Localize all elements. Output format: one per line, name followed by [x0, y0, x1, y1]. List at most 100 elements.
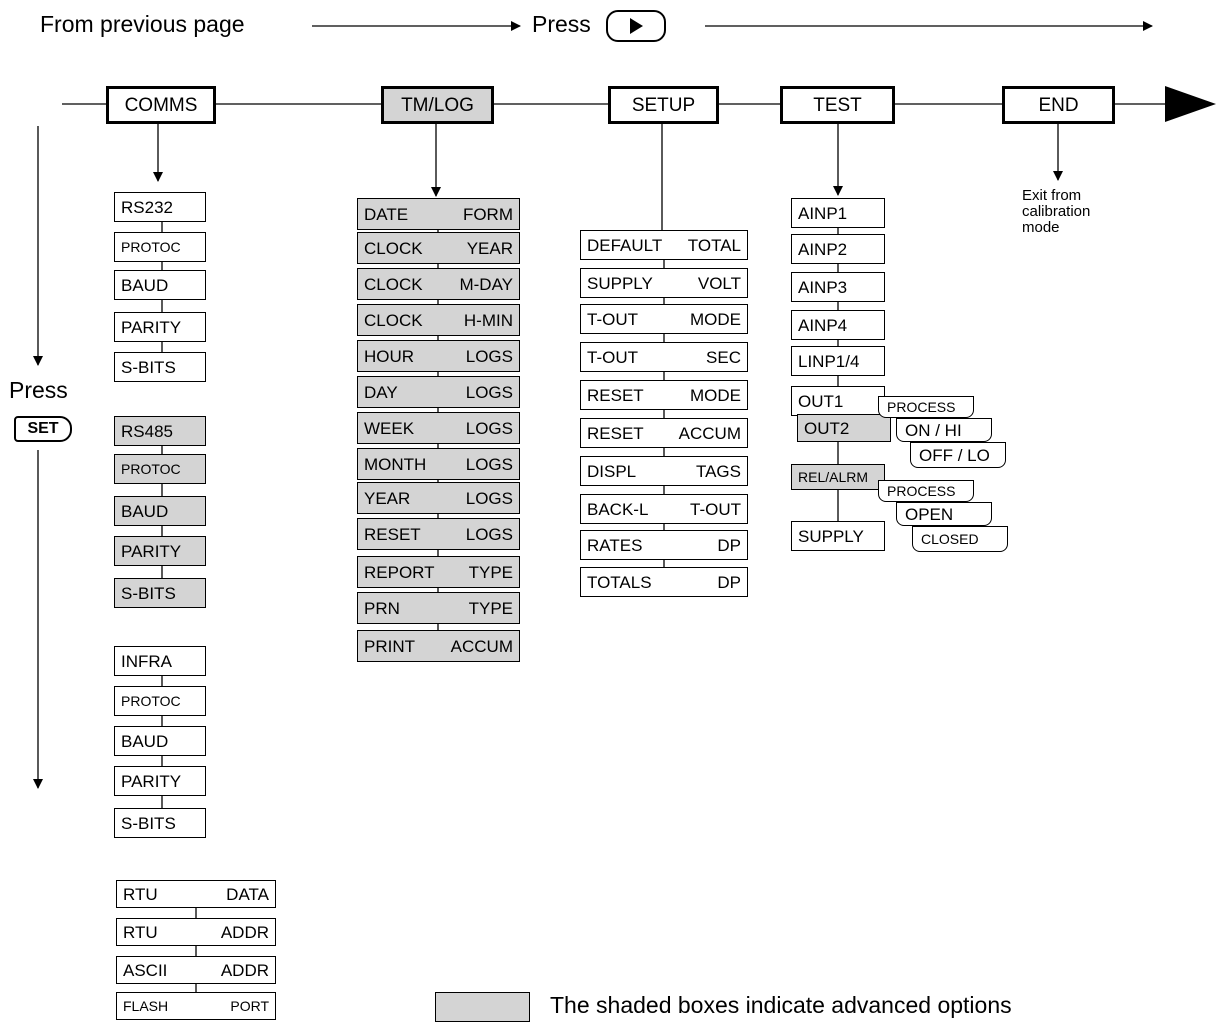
test-ainp2[interactable]: AINP2: [791, 234, 885, 264]
rtu-data-a: RTU: [123, 884, 158, 904]
tmlog-item-a: PRINT: [364, 636, 415, 656]
out-option-on-hi[interactable]: ON / HI: [896, 418, 992, 442]
comms-rs232-sbits[interactable]: S-BITS: [114, 352, 206, 382]
tmlog-item-b: ACCUM: [450, 636, 513, 656]
exit-note: Exit from calibration mode: [1022, 187, 1091, 236]
ascii-addr-b: ADDR: [220, 960, 269, 980]
menu-setup[interactable]: SETUP: [608, 86, 719, 124]
comms-ascii-addr[interactable]: ASCII ADDR: [116, 956, 276, 984]
tmlog-date-form[interactable]: DATE FORM: [357, 198, 520, 230]
ascii-addr-a: ASCII: [123, 960, 168, 980]
menu-tmlog[interactable]: TM/LOG: [381, 86, 494, 124]
test-out2[interactable]: OUT2: [797, 414, 891, 442]
test-ainp4[interactable]: AINP4: [791, 310, 885, 340]
tmlog-prn-type[interactable]: PRN TYPE: [357, 592, 520, 624]
setup-item-a: T-OUT: [587, 347, 638, 367]
comms-infra-sbits[interactable]: S-BITS: [114, 808, 206, 838]
tmlog-hour-logs[interactable]: HOUR LOGS: [357, 340, 520, 372]
tmlog-item-b: LOGS: [465, 488, 513, 508]
tmlog-item-a: CLOCK: [364, 238, 423, 258]
play-key: [606, 10, 666, 42]
from-previous-label: From previous page: [40, 11, 245, 37]
comms-rs485-parity[interactable]: PARITY: [114, 536, 206, 566]
out-option-off-lo[interactable]: OFF / LO: [910, 442, 1006, 468]
comms-rs485-protoc[interactable]: PROTOC: [114, 454, 206, 484]
tmlog-item-a: WEEK: [364, 418, 415, 438]
comms-rs232-parity[interactable]: PARITY: [114, 312, 206, 342]
menu-comms[interactable]: COMMS: [106, 86, 216, 124]
setup-item-b: DP: [717, 572, 741, 592]
test-rel-alrm[interactable]: REL/ALRM: [791, 464, 885, 490]
tmlog-clock-hmin[interactable]: CLOCK H-MIN: [357, 304, 520, 336]
comms-rtu-addr[interactable]: RTU ADDR: [116, 918, 276, 946]
set-key: SET: [14, 416, 72, 442]
setup-backl-tout[interactable]: BACK-L T-OUT: [580, 494, 748, 524]
tmlog-item-b: LOGS: [465, 418, 513, 438]
test-linp14[interactable]: LINP1/4: [791, 346, 885, 376]
setup-item-b: TAGS: [695, 461, 741, 481]
out-option-process[interactable]: PROCESS: [878, 396, 974, 418]
tmlog-item-b: H-MIN: [463, 310, 513, 330]
menu-test[interactable]: TEST: [780, 86, 895, 124]
tmlog-print-accum[interactable]: PRINT ACCUM: [357, 630, 520, 662]
setup-supply-volt[interactable]: SUPPLY VOLT: [580, 268, 748, 298]
tmlog-item-b: TYPE: [468, 598, 513, 618]
comms-rs232[interactable]: RS232: [114, 192, 206, 222]
test-out1[interactable]: OUT1: [791, 386, 885, 416]
rel-option-closed[interactable]: CLOSED: [912, 526, 1008, 552]
setup-item-a: TOTALS: [587, 572, 652, 592]
setup-item-b: T-OUT: [690, 499, 741, 519]
test-supply[interactable]: SUPPLY: [791, 521, 885, 551]
setup-item-a: BACK-L: [587, 499, 649, 519]
comms-rs485-sbits[interactable]: S-BITS: [114, 578, 206, 608]
tmlog-item-a: PRN: [364, 598, 400, 618]
rtu-addr-a: RTU: [123, 922, 158, 942]
test-ainp3[interactable]: AINP3: [791, 272, 885, 302]
comms-infra-protoc[interactable]: PROTOC: [114, 686, 206, 716]
setup-item-b: MODE: [690, 385, 741, 405]
tmlog-item-b: TYPE: [468, 562, 513, 582]
tmlog-item-a: MONTH: [364, 454, 427, 474]
comms-rs232-protoc[interactable]: PROTOC: [114, 232, 206, 262]
play-icon: [630, 18, 643, 34]
comms-infra-baud[interactable]: BAUD: [114, 726, 206, 756]
tmlog-item-b: LOGS: [465, 346, 513, 366]
comms-infra-parity[interactable]: PARITY: [114, 766, 206, 796]
rtu-addr-b: ADDR: [220, 922, 269, 942]
comms-rs232-baud[interactable]: BAUD: [114, 270, 206, 300]
tmlog-item-b: FORM: [462, 204, 513, 224]
setup-item-a: SUPPLY: [587, 273, 653, 293]
tmlog-item-a: RESET: [364, 524, 421, 544]
setup-item-a: DEFAULT: [587, 235, 663, 255]
tmlog-item-a: REPORT: [364, 562, 435, 582]
setup-totals-dp[interactable]: TOTALS DP: [580, 567, 748, 597]
tmlog-item-a: DATE: [364, 204, 409, 224]
tmlog-item-a: CLOCK: [364, 310, 423, 330]
rel-option-process[interactable]: PROCESS: [878, 480, 974, 502]
test-ainp1[interactable]: AINP1: [791, 198, 885, 228]
rel-option-open[interactable]: OPEN: [896, 502, 992, 526]
tmlog-week-logs[interactable]: WEEK LOGS: [357, 412, 520, 444]
comms-rs485[interactable]: RS485: [114, 416, 206, 446]
tmlog-item-a: HOUR: [364, 346, 415, 366]
tmlog-report-type[interactable]: REPORT TYPE: [357, 556, 520, 588]
setup-item-b: VOLT: [697, 273, 741, 293]
menu-end[interactable]: END: [1002, 86, 1115, 124]
comms-infra[interactable]: INFRA: [114, 646, 206, 676]
comms-rs485-baud[interactable]: BAUD: [114, 496, 206, 526]
